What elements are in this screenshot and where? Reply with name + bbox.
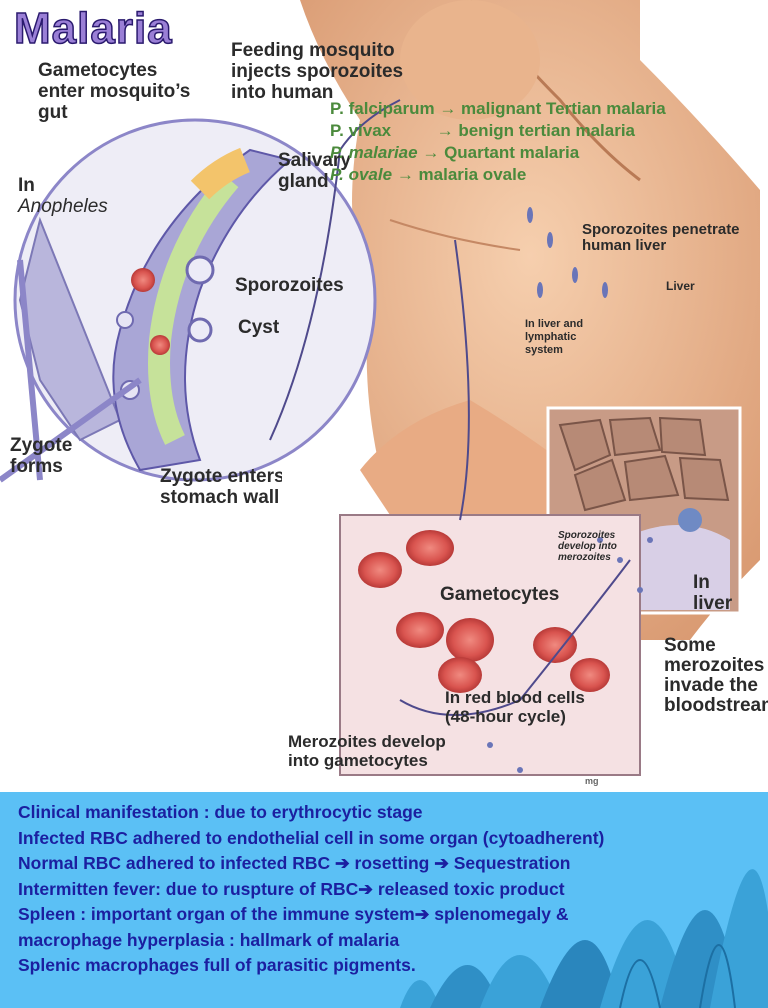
species-row: P. falciparum → malignant Tertian malari…: [330, 98, 666, 120]
red-blood-cells-inset: [339, 514, 641, 776]
in-liver-lymph-label: In liver and lymphatic system: [525, 318, 584, 356]
species-desc: malaria ovale: [418, 165, 527, 184]
species-row: P. malariae → Quartant malaria: [330, 142, 666, 164]
in-anopheles-prefix: In: [18, 175, 35, 196]
species-row: P. vivax → benign tertian malaria: [330, 120, 666, 142]
info-line: Intermitten fever: due to ruspture of RB…: [18, 878, 565, 899]
arrow-icon: →: [422, 143, 440, 162]
arrow-icon: →: [439, 99, 457, 118]
clinical-info-panel: Clinical manifestation : due to erythroc…: [0, 792, 768, 1008]
some-merozoites-label: Some merozoites invade the bloodstream: [664, 635, 768, 716]
liver-label: Liver: [666, 279, 695, 293]
seaweed-decoration: [400, 869, 768, 1008]
info-line: macrophage hyperplasia : hallmark of mal…: [18, 929, 400, 950]
sporozoites-develop-label: Sporozoites develop into merozoites: [558, 530, 617, 563]
species-name: P. malariae: [330, 143, 418, 162]
species-name: P. ovale: [330, 165, 393, 184]
species-row: P. ovale → malaria ovale: [330, 164, 666, 186]
in-anopheles-name: Anopheles: [18, 196, 108, 217]
arrow-icon: →: [396, 165, 414, 184]
info-line: Infected RBC adhered to endothelial cell…: [18, 827, 605, 848]
sporozoites-label: Sporozoites: [235, 275, 344, 296]
watermark: mg: [585, 776, 599, 786]
sporozoites-penetrate-label: Sporozoites penetrate human liver: [582, 221, 740, 254]
feeding-mosquito-label: Feeding mosquito injects sporozoites int…: [231, 40, 404, 103]
mosquito-gut-illustration: [0, 118, 377, 483]
species-name: P. falciparum: [330, 99, 435, 118]
cyst-label: Cyst: [238, 317, 280, 338]
gametocytes-enter-label: Gametocytes enter mosquito’s gut: [38, 60, 191, 123]
species-list: P. falciparum → malignant Tertian malari…: [330, 98, 666, 186]
info-line: Normal RBC adhered to infected RBC ➔ ros…: [18, 853, 571, 873]
in-red-blood-cells-label: In red blood cells (48-hour cycle): [445, 688, 585, 726]
zygote-forms-label: Zygote forms: [10, 435, 73, 477]
info-line: Splenic macrophages full of parasitic pi…: [18, 955, 416, 975]
salivary-gland-label: Salivary gland: [278, 150, 351, 192]
merozoites-develop-label: Merozoites develop into gametocytes: [288, 732, 446, 770]
info-line: Spleen : important organ of the immune s…: [18, 904, 569, 924]
info-line: Clinical manifestation : due to erythroc…: [18, 802, 423, 822]
arrow-icon: →: [436, 121, 454, 140]
gametocytes-label: Gametocytes: [440, 584, 560, 605]
zygote-enters-label: Zygote enters stomach wall: [160, 466, 282, 508]
page-title: Malaria: [13, 3, 173, 54]
in-anopheles-label: In Anopheles: [18, 175, 108, 217]
clinical-info-text: Clinical manifestation : due to erythroc…: [18, 800, 758, 979]
species-desc: malignant Tertian malaria: [461, 99, 666, 118]
species-desc: benign tertian malaria: [458, 121, 636, 140]
in-liver-label: In liver: [693, 572, 733, 614]
species-name: P. vivax: [330, 121, 392, 140]
diagram-illustration: [0, 0, 760, 776]
species-desc: Quartant malaria: [444, 143, 580, 162]
